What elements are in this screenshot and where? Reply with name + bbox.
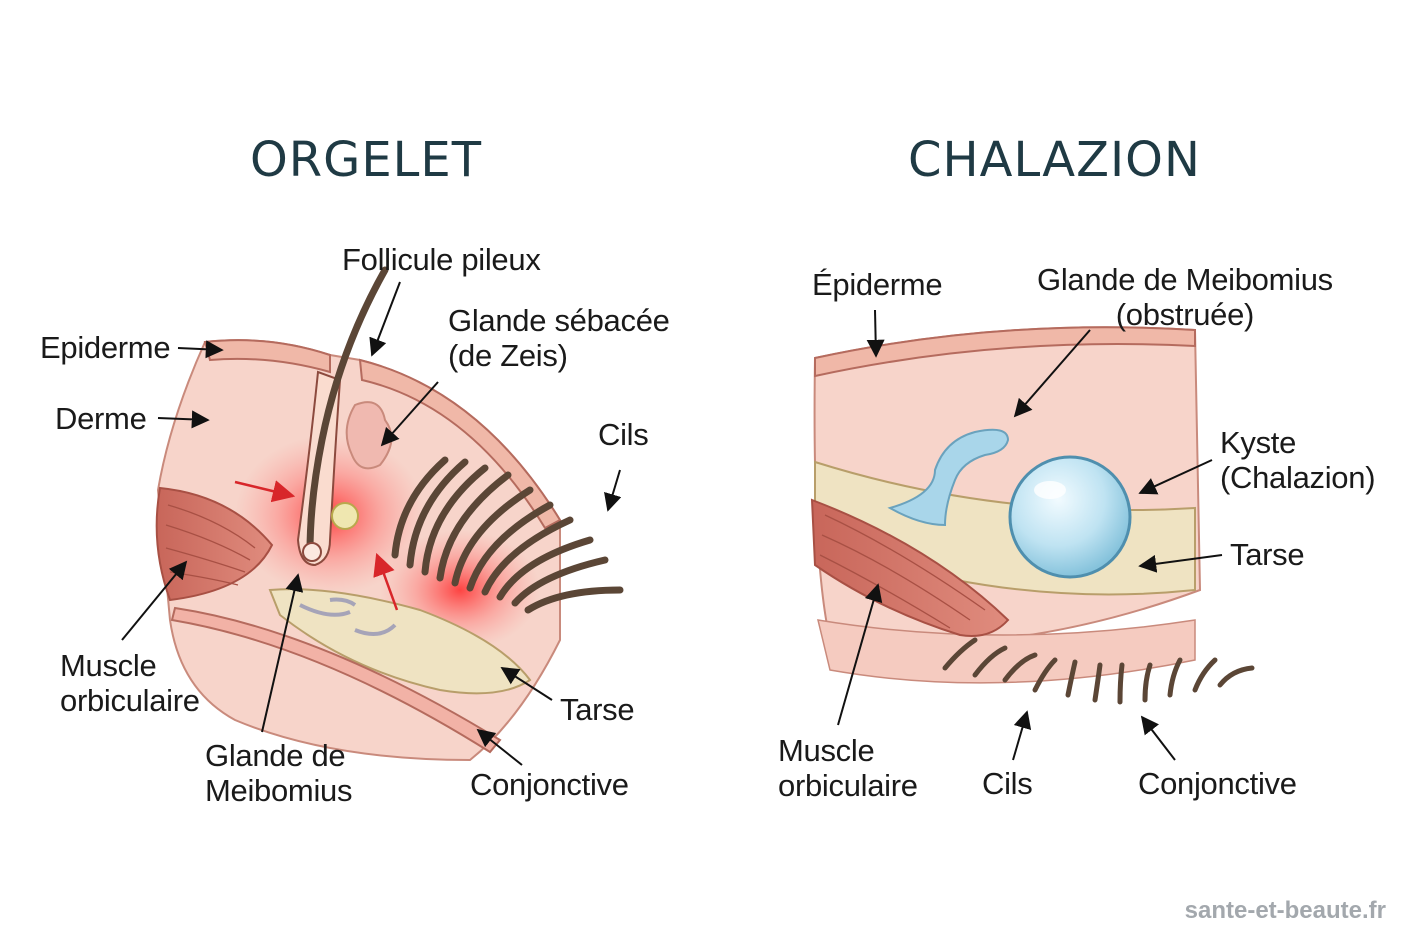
chalazion-label-muscle-line1: Muscle bbox=[778, 733, 875, 768]
orgelet-label-follicule: Follicule pileux bbox=[342, 242, 541, 277]
chalazion-label-muscle-line2: orbiculaire bbox=[778, 768, 918, 803]
orgelet-label-muscle-line1: Muscle bbox=[60, 648, 157, 683]
orgelet-label-muscle-line2: orbiculaire bbox=[60, 683, 200, 718]
orgelet-label-meibomius: Glande de Meibomius bbox=[205, 738, 352, 808]
chalazion-label-meibomius-line2: (obstruée) bbox=[1115, 297, 1255, 332]
chalazion-label-epiderme: Épiderme bbox=[812, 267, 943, 302]
orgelet-label-muscle: Muscle orbiculaire bbox=[60, 648, 200, 718]
orgelet-illustration bbox=[121, 266, 624, 766]
chalazion-label-conjonctive: Conjonctive bbox=[1138, 766, 1297, 801]
chalazion-label-cils: Cils bbox=[982, 766, 1033, 801]
chalazion-label-meibomius-line1: Glande de Meibomius bbox=[1037, 262, 1333, 297]
orgelet-label-meibomius-line1: Glande de bbox=[205, 738, 346, 773]
orgelet-label-cils: Cils bbox=[598, 417, 649, 452]
site-watermark: sante-et-beaute.fr bbox=[1184, 897, 1386, 924]
orgelet-label-glande-sebacee: Glande sébacée (de Zeis) bbox=[448, 303, 670, 373]
orgelet-label-glande-sebacee-line2: (de Zeis) bbox=[448, 338, 568, 373]
orgelet-label-tarse: Tarse bbox=[560, 692, 635, 727]
chalazion-label-muscle: Muscle orbiculaire bbox=[778, 733, 918, 803]
chalazion-label-kyste-line1: Kyste bbox=[1220, 425, 1297, 460]
chalazion-illustration bbox=[810, 309, 1255, 761]
orgelet-label-derme: Derme bbox=[55, 401, 147, 436]
chalazion-label-kyste-line2: (Chalazion) bbox=[1220, 460, 1376, 495]
orgelet-label-epiderme: Epiderme bbox=[40, 330, 171, 365]
chalazion-label-meibomius: Glande de Meibomius (obstruée) bbox=[1037, 262, 1333, 332]
orgelet-label-conjonctive: Conjonctive bbox=[470, 767, 629, 802]
chalazion-label-tarse: Tarse bbox=[1230, 537, 1305, 572]
chalazion-title: CHALAZION bbox=[908, 132, 1201, 188]
chalazion-label-kyste: Kyste (Chalazion) bbox=[1220, 425, 1376, 495]
orgelet-title: ORGELET bbox=[250, 132, 483, 188]
orgelet-label-meibomius-line2: Meibomius bbox=[205, 773, 353, 808]
orgelet-label-glande-sebacee-line1: Glande sébacée bbox=[448, 303, 670, 338]
